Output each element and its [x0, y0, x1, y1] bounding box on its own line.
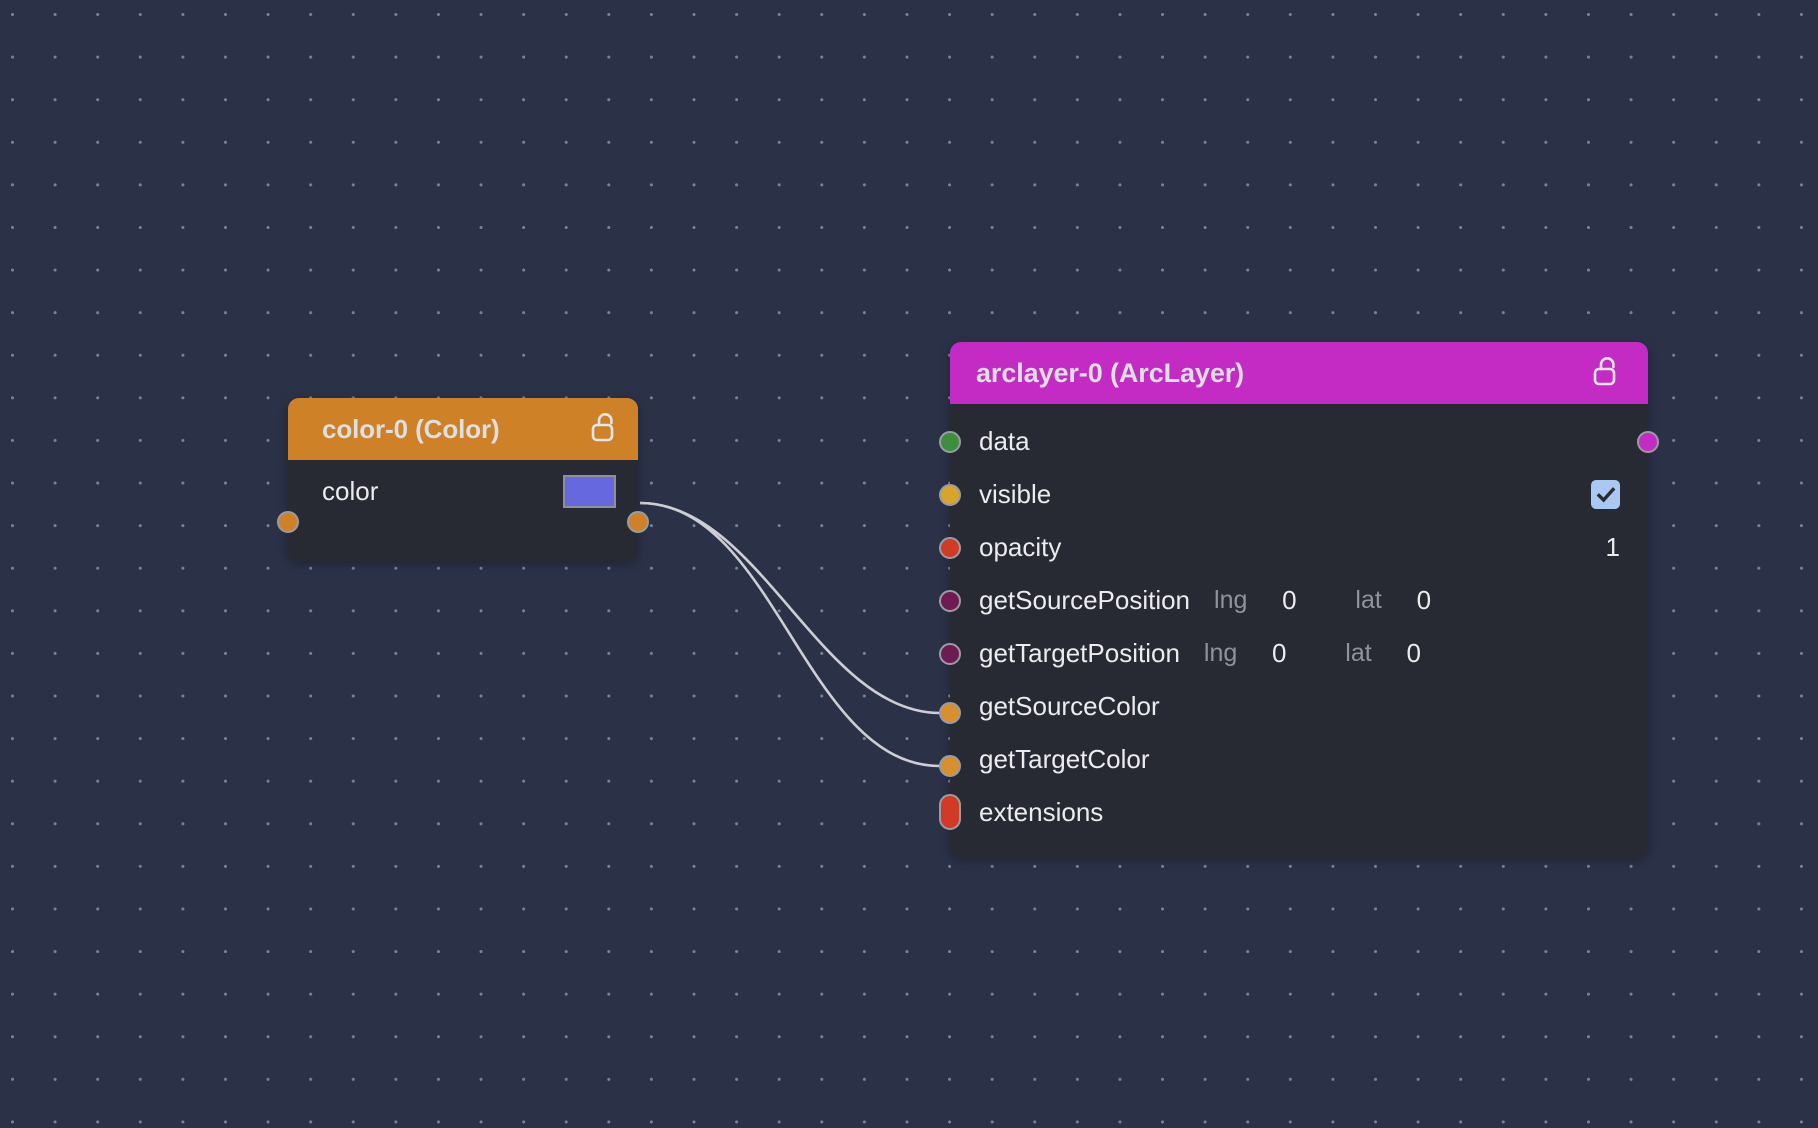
color-input-port[interactable]: [277, 511, 299, 533]
port-data[interactable]: [939, 431, 961, 453]
row-color[interactable]: color: [322, 460, 638, 522]
row-opacity[interactable]: opacity 1: [950, 521, 1648, 574]
port-getTargetPosition[interactable]: [939, 643, 961, 665]
row-data[interactable]: data: [950, 415, 1648, 468]
getTargetPosition-lng-value[interactable]: 0: [1272, 638, 1287, 668]
opacity-value[interactable]: 1: [1605, 532, 1620, 562]
color-swatch[interactable]: [563, 474, 616, 508]
row-getSourceColor[interactable]: getSourceColor: [950, 680, 1648, 733]
getSourcePosition-lat-label: lat: [1355, 586, 1382, 614]
getTargetPosition-lat-label: lat: [1345, 639, 1372, 667]
row-color-label: color: [322, 475, 379, 506]
port-getTargetColor[interactable]: [939, 755, 961, 777]
getTargetPosition-lng-label: lng: [1203, 639, 1238, 667]
port-opacity[interactable]: [939, 537, 961, 559]
getSourcePosition-lat-value[interactable]: 0: [1416, 585, 1432, 615]
row-getTargetPosition[interactable]: getTargetPosition lng 0 lat 0: [950, 627, 1648, 680]
arclayer-node-title: arclayer-0 (ArcLayer): [976, 357, 1245, 388]
edge-color-to-getSourceColor: [639, 501, 941, 715]
getSourcePosition-lng-label: lng: [1214, 586, 1248, 614]
row-getTargetColor[interactable]: getTargetColor: [950, 733, 1648, 786]
row-getTargetColor-label: getTargetColor: [979, 744, 1150, 774]
arclayer-node-header[interactable]: arclayer-0 (ArcLayer): [950, 342, 1648, 404]
node-arclayer-0[interactable]: arclayer-0 (ArcLayer) data visible: [939, 342, 1659, 857]
getSourcePosition-lng-value[interactable]: 0: [1282, 585, 1297, 615]
color-node-body: color: [288, 460, 638, 561]
row-getSourcePosition[interactable]: getSourcePosition lng 0 lat 0: [950, 574, 1648, 627]
visible-checkbox[interactable]: [1591, 480, 1620, 509]
row-getSourceColor-label: getSourceColor: [979, 691, 1160, 721]
arclayer-output-port[interactable]: [1637, 431, 1659, 453]
row-opacity-label: opacity: [979, 532, 1062, 562]
row-visible[interactable]: visible: [950, 468, 1648, 521]
color-node-header[interactable]: color-0 (Color): [288, 398, 638, 460]
row-extensions-label: extensions: [979, 797, 1104, 827]
color-node-title: color-0 (Color): [322, 413, 500, 444]
getTargetPosition-lat-value[interactable]: 0: [1406, 638, 1421, 668]
color-output-port[interactable]: [627, 511, 649, 533]
row-getSourcePosition-label: getSourcePosition: [979, 585, 1191, 615]
port-getSourceColor[interactable]: [939, 702, 961, 724]
row-getTargetPosition-label: getTargetPosition: [979, 638, 1180, 668]
edge-color-to-getTargetColor: [639, 501, 941, 768]
node-color-0[interactable]: color-0 (Color) color: [277, 398, 649, 561]
port-extensions[interactable]: [939, 794, 961, 830]
row-data-label: data: [979, 426, 1030, 456]
port-visible[interactable]: [939, 484, 961, 506]
unlocked-padlock-icon[interactable]: [1592, 355, 1622, 392]
arclayer-node-body: data visible opacity 1 getSourcePosition: [950, 404, 1648, 857]
row-visible-label: visible: [979, 479, 1052, 509]
row-extensions[interactable]: extensions: [950, 786, 1648, 839]
unlocked-padlock-icon[interactable]: [590, 411, 620, 448]
port-getSourcePosition[interactable]: [939, 590, 961, 612]
